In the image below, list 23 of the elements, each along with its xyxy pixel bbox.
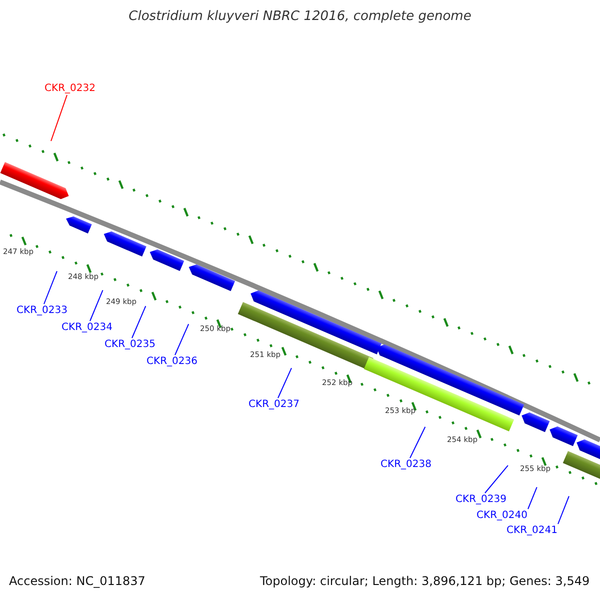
gene-label: CKR_0241	[506, 525, 558, 536]
gene-label: CKR_0235	[104, 339, 156, 350]
leader-line	[50, 94, 68, 142]
leader-line	[174, 324, 190, 356]
leader-line	[484, 464, 508, 494]
leader-line	[278, 368, 292, 398]
accession-text: Accession: NC_011837	[9, 575, 146, 588]
leader-line	[44, 270, 58, 304]
gene-label: CKR_0239	[456, 494, 506, 505]
gene-label: CKR_0236	[146, 356, 198, 367]
leader-line	[528, 486, 538, 510]
leader-line	[558, 496, 570, 524]
gene-label: CKR_0233	[16, 305, 68, 316]
gene-label: CKR_0237	[248, 399, 300, 410]
leader-line	[90, 290, 104, 322]
gene-label: CKR_0240	[476, 510, 528, 521]
title: Clostridium kluyveri NBRC 12016, complete genome	[128, 10, 472, 24]
gene-label: CKR_0234	[62, 322, 112, 333]
gene-label: CKR_0232	[44, 83, 96, 94]
gene-label: CKR_0238	[380, 459, 432, 470]
leader-line	[132, 306, 146, 338]
genome-stats-text: Topology: circular; Length: 3,896,121 bp; Genes: 3,549	[260, 575, 590, 588]
leader-line	[410, 426, 426, 458]
